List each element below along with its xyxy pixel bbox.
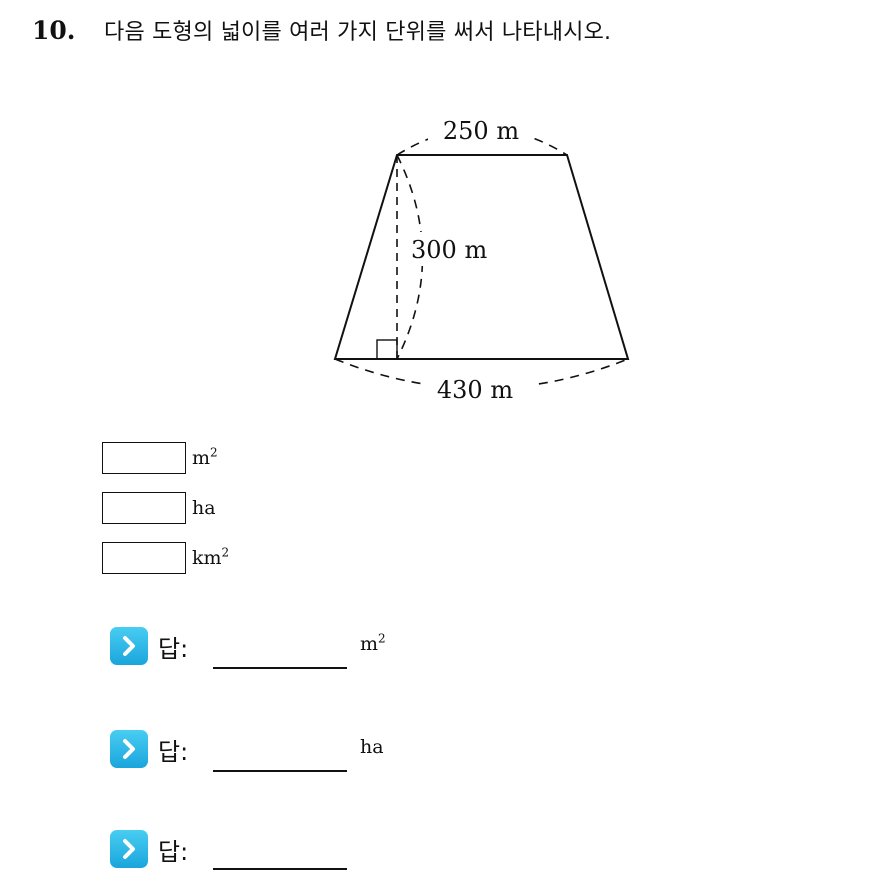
answer-unit: m2 (360, 631, 386, 655)
question-header: 10. 다음 도형의 넓이를 여러 가지 단위를 써서 나타내시오. (32, 12, 611, 48)
blank-box[interactable] (102, 542, 186, 574)
blank-box[interactable] (102, 492, 186, 524)
answer-label: 답: (158, 635, 189, 663)
answer-blank[interactable] (213, 868, 347, 870)
top-dimension-arc (396, 127, 568, 156)
unit-label: km2 (192, 545, 230, 569)
bottom-side-label: 430 m (437, 376, 513, 404)
chevron-right-icon (110, 830, 148, 868)
unit-row-ha: ha (102, 491, 216, 525)
chevron-right-icon (110, 730, 148, 768)
chevron-right-icon (110, 627, 148, 665)
answer-label: 답: (158, 838, 189, 866)
top-side-label: 250 m (443, 117, 519, 145)
unit-row-km2: km2 (102, 541, 229, 575)
height-label: 300 m (411, 236, 487, 264)
answer-label: 답: (158, 738, 189, 766)
trapezoid-shape (333, 154, 630, 360)
unit-label: m2 (192, 445, 218, 469)
question-text: 다음 도형의 넓이를 여러 가지 단위를 써서 나타내시오. (104, 20, 612, 45)
trapezoid-figure: 250 m 300 m 430 m (333, 112, 630, 406)
answer-unit: ha (360, 736, 384, 758)
blank-box[interactable] (102, 442, 186, 474)
unit-label: ha (192, 497, 216, 519)
answer-row-1: 답: m2 (110, 627, 510, 671)
answer-blank[interactable] (213, 667, 347, 669)
answer-blank[interactable] (213, 770, 347, 772)
question-number: 10. (32, 15, 76, 45)
unit-row-m2: m2 (102, 441, 218, 475)
right-angle-mark (376, 339, 398, 360)
answer-row-3: 답: (110, 830, 510, 874)
answer-row-2: 답: ha (110, 730, 510, 774)
height-dimension-arc (396, 154, 424, 360)
